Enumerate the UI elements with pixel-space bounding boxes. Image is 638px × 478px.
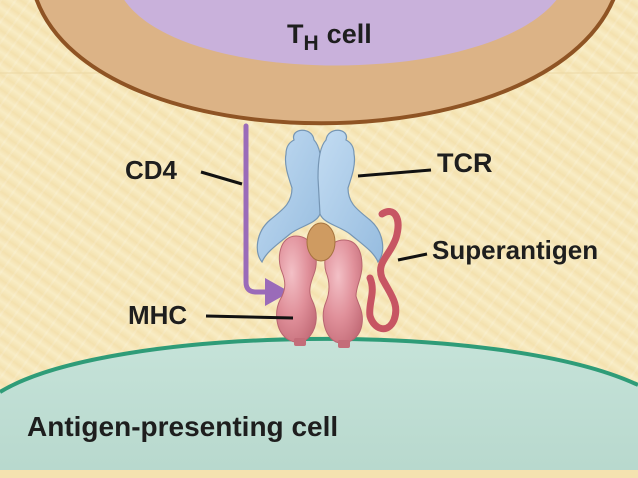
tcr-right-chain (317, 129, 384, 264)
th-cell-nucleus (124, 0, 557, 66)
bottom-strip (0, 470, 638, 478)
cd4-label: CD4 (125, 155, 178, 185)
mhc-molecule (276, 235, 363, 348)
apc-cell (0, 336, 638, 478)
tcr-leader-line (357, 168, 432, 178)
apc-label: Antigen-presenting cell (27, 411, 339, 442)
cd4-arrowhead (265, 278, 290, 306)
th-cell (34, 0, 616, 126)
superantigen-molecule (366, 208, 402, 333)
apc-membrane (0, 336, 638, 394)
mhc-left-anchor (294, 338, 306, 346)
superantigen-leader-line (397, 252, 428, 262)
th-cell-label-main: T (287, 19, 304, 49)
mhc-right-anchor (338, 340, 350, 348)
tcr-label: TCR (437, 148, 493, 178)
peptide (306, 222, 336, 262)
tcr-molecule (256, 129, 384, 264)
th-cell-label-subscript: H (303, 32, 319, 55)
superantigen-label: Superantigen (432, 235, 599, 265)
mhc-leader-line (205, 314, 294, 320)
cd4-molecule (243, 123, 290, 306)
apc-body (0, 338, 638, 478)
mhc-label: MHC (128, 300, 188, 330)
th-cell-label-suffix: cell (326, 19, 372, 49)
tcr-left-chain (256, 129, 323, 264)
cd4-stalk (243, 123, 271, 295)
cd4-leader-line (200, 170, 243, 186)
mhc-right-chain (322, 239, 363, 344)
